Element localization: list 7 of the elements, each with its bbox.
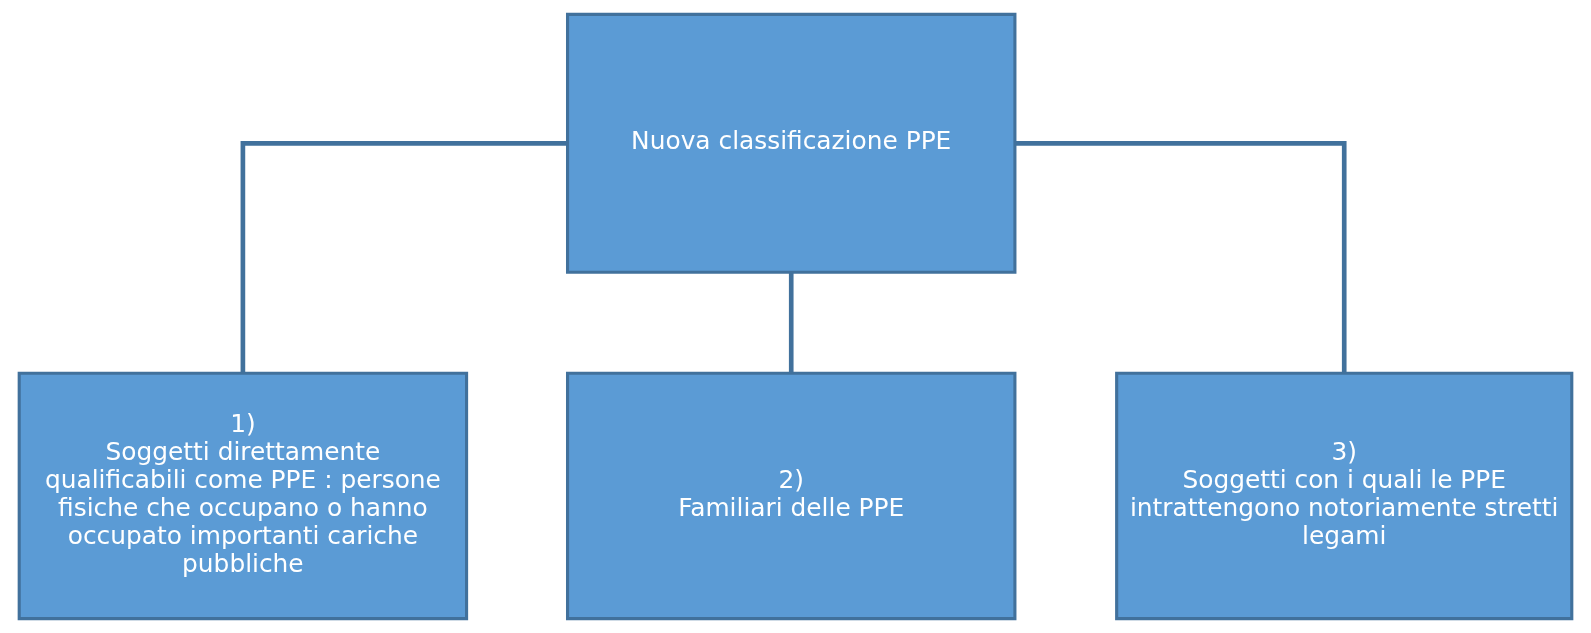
connector [1014,140,1347,374]
connector [788,272,794,374]
connector [240,140,568,374]
node-box: 3) Soggetti con i quali le PPE intrattengono notoriamente stretti legami [1115,371,1574,621]
node-box: 2) Familiari delle PPE [566,371,1017,621]
node-box: Nuova classificazione PPE [566,12,1017,274]
node-box: 1) Soggetti direttamente qualificabili come PPE : persone fisiche che occupano o hanno occupato importanti cariche pubbliche [17,371,469,621]
